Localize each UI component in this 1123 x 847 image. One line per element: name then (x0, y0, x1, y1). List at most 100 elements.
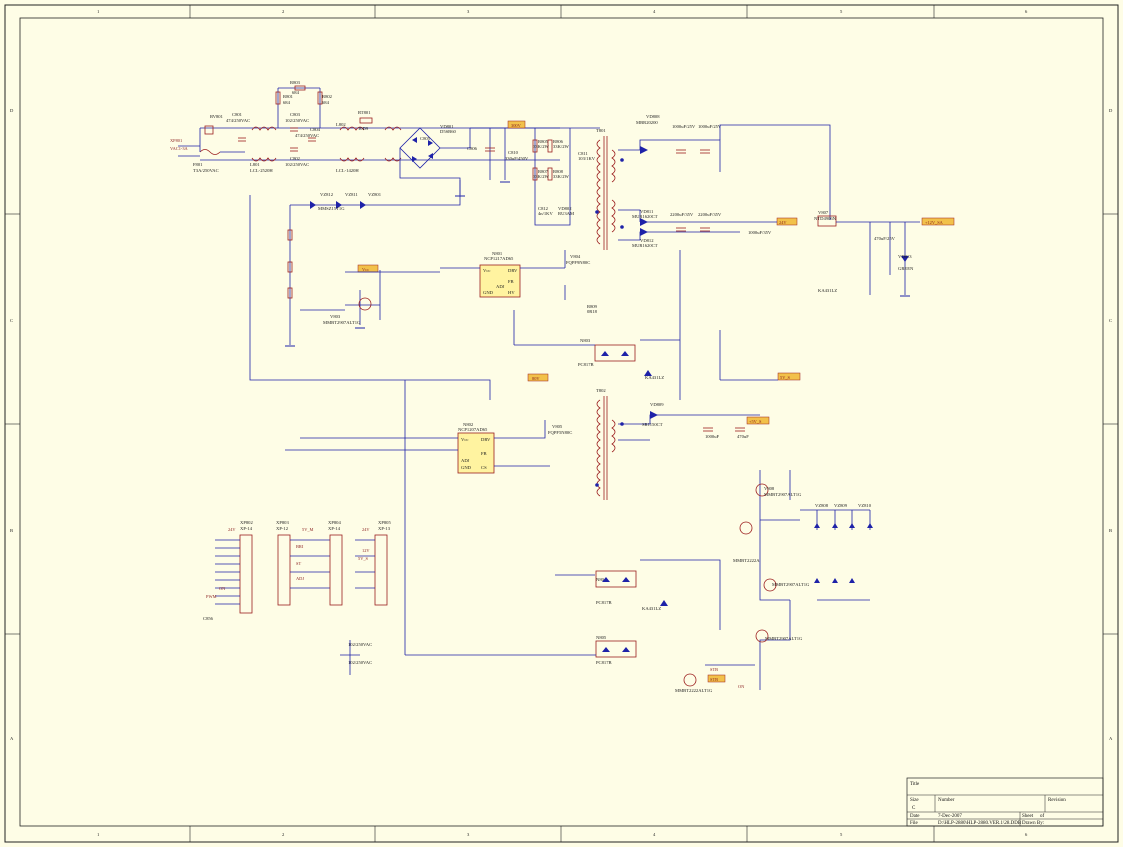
opto-ref: N803 (580, 338, 591, 343)
svg-text:Vcc: Vcc (461, 437, 468, 442)
vcc-flag: Vcc (362, 267, 369, 272)
connector-ref: XP803 (276, 520, 289, 525)
sheet-label: Sheet (1022, 814, 1034, 819)
connector-signal: 5V_S (358, 556, 369, 561)
transistor-value: MMBT2907ALT1G (772, 582, 810, 587)
cap-value: 470uF (737, 434, 749, 439)
cap-value: 2200uF/35V (670, 212, 694, 217)
thermistor-value: 10D9 (358, 126, 369, 131)
resistor-value: 684 (322, 100, 330, 105)
transistor-value: MMBT2222ALT1G (675, 688, 713, 693)
cap-value: 103/1KV (578, 156, 596, 161)
output-flag: +12V_SA (925, 220, 944, 225)
size-label: Size (910, 798, 919, 803)
column-label: 5 (840, 832, 843, 837)
transistor-value: MMBT2222A (733, 558, 760, 563)
opto-value: PC817B (596, 600, 612, 605)
zener-value: MMSZ15T1G (318, 206, 345, 211)
connector-signal: ON (219, 586, 226, 591)
connector-signal: 24V (228, 527, 236, 532)
control-transistor-group-1: V803 MMBT2907ALT1G (300, 270, 440, 329)
secondary-output-2: VD809 SR1150CT 1000uF 470uF +5V_S 5V_S (618, 330, 801, 441)
cap-ref: C856 (203, 616, 214, 621)
resistor-ref: R802 (322, 94, 333, 99)
row-label: B (10, 528, 13, 533)
zener-ref: VZ810 (858, 503, 872, 508)
zener-ref: VZ812 (320, 192, 334, 197)
column-label: 2 (282, 9, 285, 14)
regulator-ref: V807 (818, 210, 829, 215)
svg-text:HV: HV (508, 290, 515, 295)
row-label: D (1109, 108, 1113, 113)
regulator-body (817, 215, 837, 227)
row-label: A (1109, 736, 1113, 741)
fuse-ref: F801 (193, 162, 203, 167)
cap-ref: C805 (420, 136, 431, 141)
connector-value: XP-12 (276, 526, 289, 531)
svg-text:DRV: DRV (481, 437, 491, 442)
ic-ref: N802 (463, 422, 474, 427)
opto-ref: N804 (596, 577, 607, 582)
row-label: B (1109, 528, 1112, 533)
choke-value: LCL-1420H (336, 168, 359, 173)
cap-ref: C806 (467, 146, 478, 151)
secondary-output-1: VD808 MBR20200 1000uF/25V 1000uF/25V VD8… (618, 114, 955, 297)
ic-part: NCP1207AD65 (458, 427, 488, 432)
diode-value: SR1150CT (642, 422, 663, 427)
svg-text:GND: GND (483, 290, 494, 295)
bulk-cap-value: 330uF/450V (505, 156, 529, 161)
transistor-value: MMBT2907ALT1G (765, 636, 803, 641)
cap-value: 102/250VAC (285, 162, 309, 167)
connector-value: XP-14 (328, 526, 341, 531)
resistor-value: 33K/2W (553, 174, 569, 179)
sense-ref: R809 (587, 304, 598, 309)
varistor-ref: RV801 (210, 114, 224, 119)
resistor-value: 33K/2W (553, 144, 569, 149)
number-label: Number (938, 798, 955, 803)
cap-ref: C811 (578, 151, 588, 156)
connector-body (329, 534, 343, 606)
resistor-ref: R807 (538, 169, 549, 174)
cap-value: 102/250VAC (285, 118, 309, 123)
svg-text:GND: GND (461, 465, 472, 470)
revision-label: Revision (1048, 798, 1066, 803)
date-value: 7-Dec-2007 (938, 814, 962, 819)
shunt-value: KA431LZ (645, 375, 664, 380)
bridge-ref: VD801 (440, 124, 454, 129)
svg-text:Vcc: Vcc (483, 268, 490, 273)
svg-text:FB: FB (508, 279, 514, 284)
transistor-value: MMBT2907ALT1G (323, 320, 361, 325)
row-label: A (10, 736, 14, 741)
date-label: Date (910, 814, 920, 819)
cap-ref: C802 (290, 156, 301, 161)
connector-ref: XP805 (378, 520, 391, 525)
thermistor-ref: RT801 (358, 110, 371, 115)
transformer-t802: T802 (595, 388, 624, 500)
diode-value: MUR1620CT (632, 243, 658, 248)
resistor-value: 33K/2W (533, 144, 549, 149)
connector-body (239, 534, 253, 614)
column-label: 4 (653, 832, 656, 837)
diode-value: MBR20200 (636, 120, 658, 125)
primary-zener-chain: VZ812 MMSZ15T1G VZ811 VZ801 (249, 180, 491, 400)
zener-ref: VZ811 (345, 192, 359, 197)
transformer-t801: T801 (595, 128, 624, 250)
regulator-value: NTD4906N (814, 216, 837, 221)
transistor-value: MMBT2907ALT1G (764, 492, 802, 497)
svg-text:FB: FB (481, 451, 487, 456)
diode-ref: VD802 (558, 206, 572, 211)
controller-2: N802 NCP1207AD65 Vcc DRV FB GND ADJ CS V… (285, 373, 572, 474)
column-label: 3 (467, 9, 470, 14)
row-labels-left: D C B A (10, 108, 14, 741)
cap-value: 474/250VAC (226, 118, 250, 123)
connector-body (374, 534, 388, 606)
connector-signal: 5V_M (302, 527, 314, 532)
diode-ref: VD811 (640, 209, 654, 214)
shunt-value: KA431LZ (818, 288, 837, 293)
ic-body (479, 264, 521, 298)
transformer-ref: T801 (596, 128, 606, 133)
connector-value: XP-13 (378, 526, 391, 531)
sheet-of: of (1040, 814, 1045, 819)
cap-ref: 1000uF/25V (698, 124, 722, 129)
